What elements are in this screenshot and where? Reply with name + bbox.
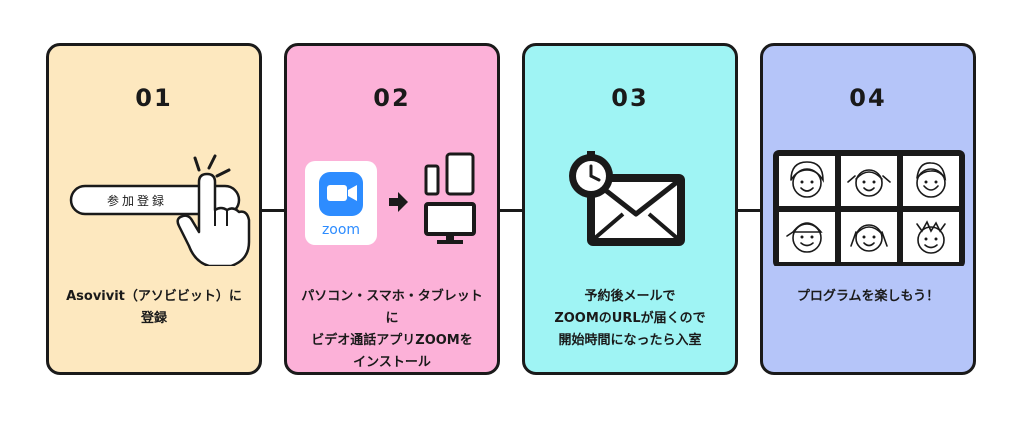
devices-icon xyxy=(424,152,476,244)
connector-line xyxy=(262,209,286,212)
step-number: 02 xyxy=(373,84,411,112)
mail-with-clock-icon xyxy=(525,146,735,266)
register-button-label: 参加登録 xyxy=(107,193,167,208)
step-description: Asovivit（アソビビット）に 登録 xyxy=(57,286,251,330)
desc-line: Asovivit（アソビビット）に xyxy=(66,289,242,304)
step-card-03: 03 予約後メールで ZOOMのURLが届くので 開始時間になったら入室 xyxy=(522,43,738,375)
arrow-right-icon xyxy=(389,192,408,212)
zoom-to-devices-icon: zoom xyxy=(287,146,497,266)
zoom-app-icon: zoom xyxy=(305,161,377,245)
desc-line: インストール xyxy=(353,355,431,370)
desc-line: 登録 xyxy=(140,311,167,326)
clock-icon xyxy=(569,151,613,198)
step-number: 04 xyxy=(849,84,887,112)
step-card-04: 04 xyxy=(760,43,976,375)
step-description: プログラムを楽しもう！ xyxy=(771,286,965,308)
connector-line xyxy=(738,209,762,212)
connector-line xyxy=(500,209,524,212)
envelope-icon xyxy=(587,174,685,246)
desc-line: 開始時間になったら入室 xyxy=(558,333,702,348)
desc-line: プログラムを楽しもう！ xyxy=(796,289,940,304)
desc-line: ビデオ通話アプリZOOMを xyxy=(311,333,473,348)
step-number: 03 xyxy=(611,84,649,112)
step-number: 01 xyxy=(135,84,173,112)
desc-line: ZOOMのURLが届くので xyxy=(554,311,706,326)
step-description: 予約後メールで ZOOMのURLが届くので 開始時間になったら入室 xyxy=(533,286,727,352)
zoom-app-label: zoom xyxy=(322,222,360,238)
desc-line: 予約後メールで xyxy=(584,289,676,304)
step-card-01: 01 参加登録 Asovivit（アソビビット）に 登録 xyxy=(46,43,262,375)
video-call-faces-grid-icon xyxy=(763,146,973,268)
desc-line: パソコン・スマホ・タブレットに xyxy=(301,289,483,326)
step-description: パソコン・スマホ・タブレットに ビデオ通話アプリZOOMを インストール xyxy=(295,286,489,374)
step-card-02: 02 zoom xyxy=(284,43,500,375)
register-button-tap-icon: 参加登録 xyxy=(49,146,259,268)
